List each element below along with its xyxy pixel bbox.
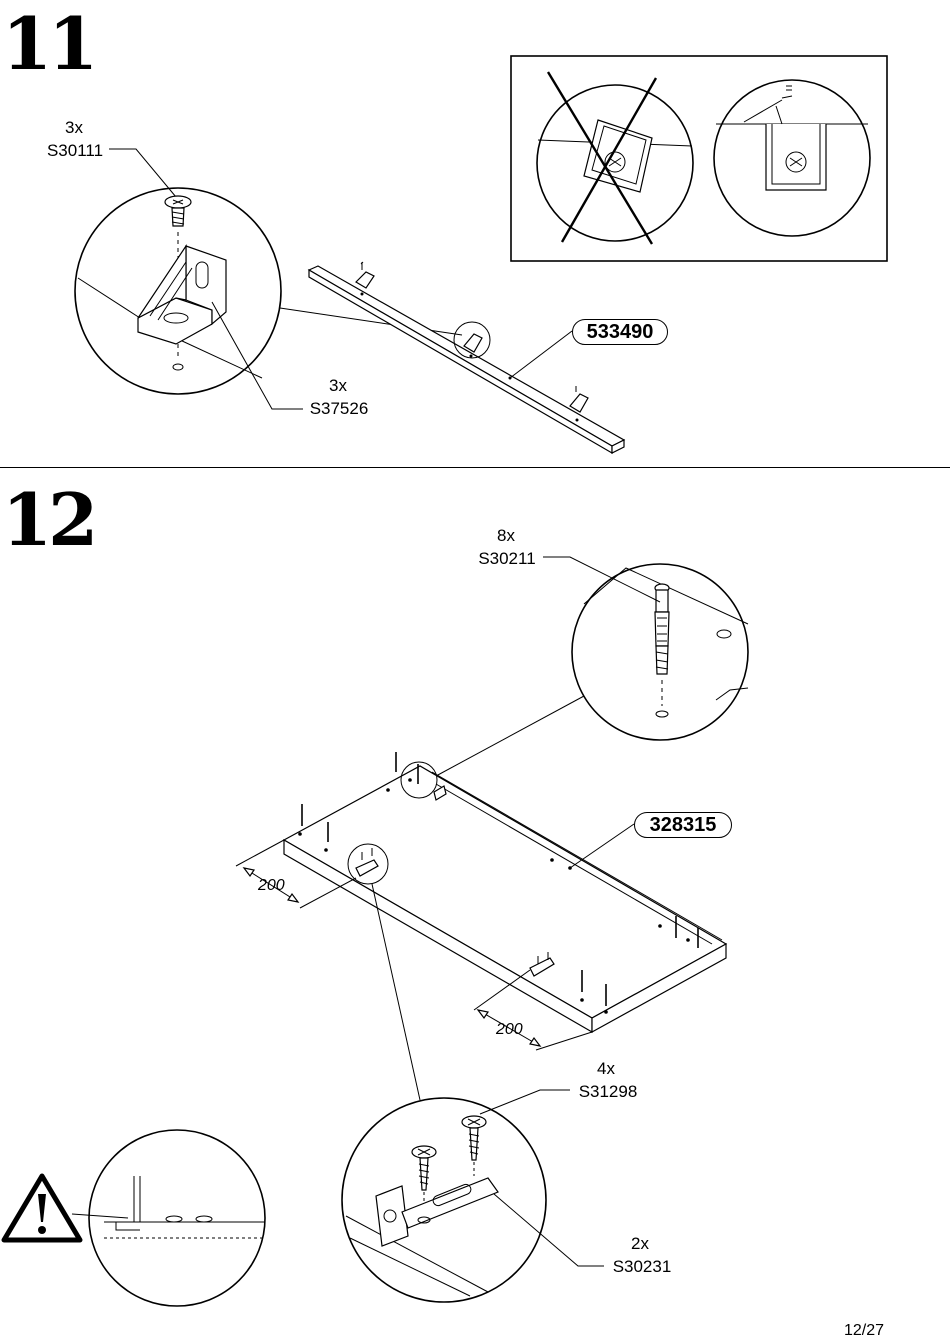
step-12-dowel-code: S30211: [478, 549, 536, 568]
bracket-icon: [137, 244, 227, 345]
step-11-screw-code: S30111: [46, 141, 104, 160]
screw-icon: [411, 1115, 487, 1191]
step-12-illustration: [1, 556, 749, 1307]
step-12-dim-bottom: 200: [496, 1021, 523, 1038]
step-12-dowel-qty: 8x: [497, 526, 515, 545]
dowel-icon: [654, 583, 670, 675]
step-12-number: 12: [2, 477, 98, 562]
page-number: 12/27: [843, 1322, 884, 1339]
step-11-bracket-qty: 3x: [329, 376, 347, 395]
step-11-screw-qty: 3x: [65, 118, 83, 137]
step-12-bracket-code: S30231: [612, 1257, 672, 1276]
step-12-part-badge: 328315: [634, 812, 732, 838]
warning-detail-circle: [88, 1129, 266, 1307]
step-11-bracket-code: S37526: [309, 399, 369, 418]
step-12-screw-qty: 4x: [597, 1059, 615, 1078]
step-12-screw-code: S31298: [578, 1082, 638, 1101]
section-divider: [0, 467, 950, 468]
step-11-number: 11: [2, 1, 98, 86]
step-11-part-badge: 533490: [572, 319, 668, 345]
warning-icon: [1, 1173, 83, 1243]
panel-328315: [282, 752, 728, 1034]
step-11-illustration: [74, 55, 888, 455]
cross-out-icon: [546, 71, 658, 245]
screw-bracket-detail-circle: [341, 1097, 547, 1303]
comparison-box: [510, 55, 888, 262]
step-12-bracket-qty: 2x: [631, 1234, 649, 1253]
bracket-detail-circle: [74, 187, 282, 395]
screw-icon: [164, 195, 192, 227]
board-533490: [307, 261, 626, 455]
dowel-detail-circle: [571, 563, 749, 741]
